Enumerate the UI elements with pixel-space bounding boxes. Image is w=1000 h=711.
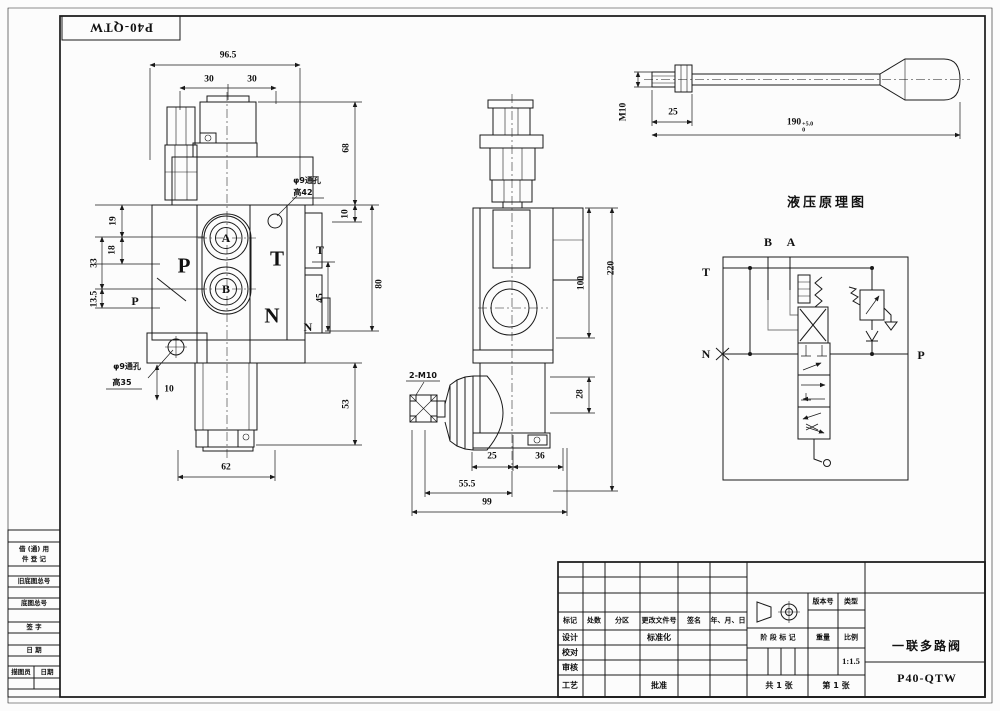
tb-header-zone: 分区 — [615, 616, 629, 625]
hole-callout-bottom-height: 高35 — [112, 378, 132, 387]
port-t-small-label: T — [315, 243, 325, 257]
schematic-port-p: P — [917, 348, 925, 362]
dim-25-side: 25 — [487, 451, 497, 462]
margin-borrow-line1: 借 (通) 用 — [19, 544, 49, 553]
schematic-port-b: B — [763, 235, 773, 249]
tb-header-date: 年、月、日 — [710, 616, 746, 625]
dim-190-value: 190 — [786, 117, 802, 128]
dim-25-handle: 25 — [668, 107, 678, 118]
side-view-dimensions — [411, 207, 618, 516]
port-a-label: A — [221, 231, 231, 245]
tb-row-design: 设计 — [562, 633, 578, 642]
margin-master-no: 底图总号 — [21, 598, 47, 607]
sheet-borders — [8, 8, 992, 703]
tb-scale-value: 1:1.5 — [842, 655, 860, 666]
dim-30-right: 30 — [247, 74, 257, 85]
tb-header-count: 处数 — [587, 616, 601, 625]
tb-sheet-no: 第 1 张 — [822, 681, 850, 690]
margin-old-master-no: 旧底图总号 — [17, 576, 51, 585]
port-n-large-label: N — [264, 303, 280, 328]
schematic-port-t: T — [701, 265, 711, 279]
dim-10-left: 10 — [164, 384, 174, 395]
dim-2-m10: 2-M10 — [409, 371, 437, 380]
dim-30-left: 30 — [204, 74, 214, 85]
margin-register-grid — [8, 530, 60, 697]
schematic-title: 液压原理图 — [786, 195, 868, 211]
title-block-grid — [558, 562, 985, 697]
margin-date: 日 期 — [26, 645, 42, 654]
tb-sheets-total: 共 1 张 — [765, 681, 793, 690]
tb-header-sign: 签名 — [687, 616, 701, 625]
front-view-linework — [106, 92, 330, 458]
side-view-linework — [406, 94, 583, 470]
schematic-port-a: A — [786, 235, 796, 249]
tb-row-review: 审核 — [562, 663, 578, 672]
schematic-linework — [716, 257, 908, 480]
dim-190-tol-lower: 0 — [802, 127, 806, 134]
dim-19: 19 — [108, 216, 119, 226]
dim-m10: M10 — [618, 102, 629, 122]
dim-220: 220 — [606, 260, 617, 276]
hole-callout-top-height: 高42 — [293, 188, 313, 197]
dim-190-tol-upper: +5.0 — [802, 121, 814, 128]
tb-model: P40-QTW — [897, 671, 957, 685]
dim-80: 80 — [374, 279, 385, 289]
hole-callout-bottom-dia: φ9通孔 — [113, 362, 141, 371]
tb-stage-mark-label: 阶 段 标 记 — [760, 633, 796, 642]
dim-96-5: 96.5 — [219, 50, 237, 61]
dim-28: 28 — [575, 389, 586, 399]
dim-53: 53 — [341, 399, 352, 409]
port-b-label: B — [221, 282, 231, 296]
dim-100: 100 — [576, 275, 587, 291]
margin-tracer: 描图员 — [11, 667, 31, 676]
tb-weight-label: 重量 — [816, 633, 830, 642]
dim-18: 18 — [107, 245, 118, 255]
tb-type-label: 类型 — [844, 597, 858, 606]
dim-13-5: 13.5 — [89, 290, 100, 308]
tb-product-name: 一联多路阀 — [891, 639, 963, 653]
tb-row-process: 工艺 — [562, 681, 578, 690]
tb-header-mark: 标记 — [563, 616, 577, 625]
port-n-small-label: N — [303, 320, 313, 334]
hole-callout-top-dia: φ9通孔 — [293, 176, 321, 185]
tb-header-change-no: 更改文件号 — [641, 616, 677, 625]
dim-33: 33 — [89, 258, 100, 268]
dim-10-right: 10 — [340, 209, 351, 219]
dim-62: 62 — [221, 462, 231, 473]
margin-tracer-date: 日期 — [40, 667, 54, 676]
dim-36: 36 — [535, 451, 545, 462]
dim-68: 68 — [341, 143, 352, 153]
dim-55-5: 55.5 — [458, 479, 476, 490]
dim-45: 45 — [315, 293, 326, 303]
margin-signature: 签 字 — [26, 622, 42, 631]
margin-borrow-line2: 件 登 记 — [21, 554, 47, 563]
handle-view-linework — [634, 59, 970, 139]
dim-99: 99 — [482, 497, 492, 508]
port-p-large-label: P — [177, 253, 191, 278]
port-t-large-label: T — [269, 246, 285, 271]
port-p-small-label: P — [131, 294, 139, 308]
tb-version-label: 版本号 — [812, 597, 834, 606]
tb-row-approve: 批准 — [651, 681, 667, 690]
front-view-dimensions — [95, 62, 379, 481]
schematic-port-n: N — [701, 347, 711, 361]
top-left-model-label: P40-QTW — [88, 20, 154, 36]
tb-scale-label: 比例 — [844, 633, 858, 642]
tb-row-check: 校对 — [562, 648, 578, 657]
tb-row-standard: 标准化 — [647, 633, 671, 642]
